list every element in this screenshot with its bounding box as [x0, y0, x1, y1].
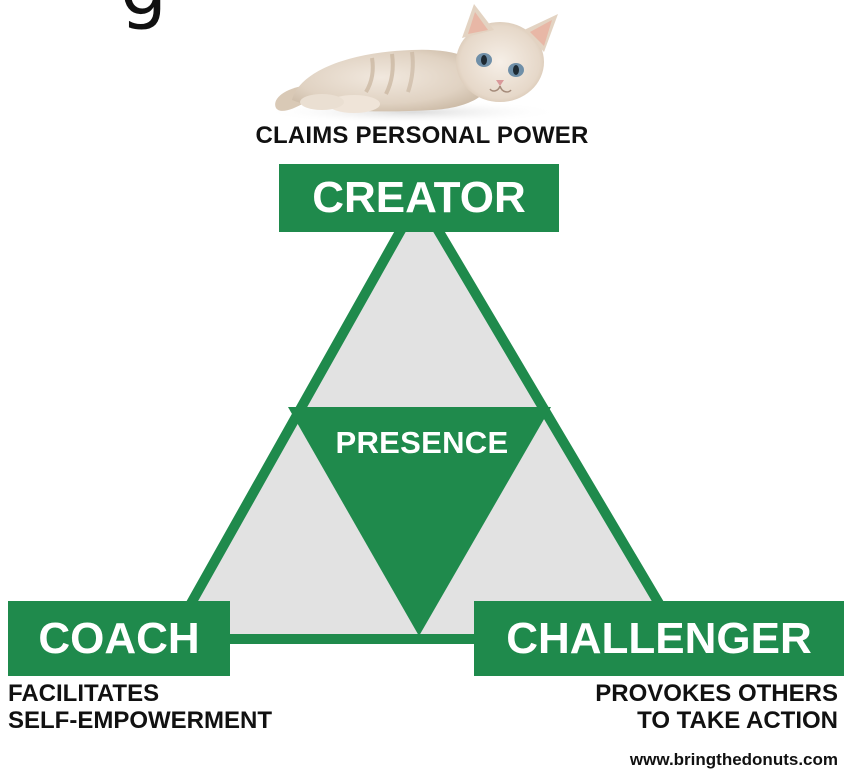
coach-caption-line2: SELF-EMPOWERMENT: [8, 707, 272, 734]
kitten-image: [262, 4, 562, 124]
coach-caption-line1: FACILITATES: [8, 680, 160, 707]
coach-label: COACH: [38, 613, 200, 663]
challenger-caption: PROVOKES OTHERS TO TAKE ACTION: [595, 680, 838, 734]
presence-label: PRESENCE: [335, 425, 509, 460]
challenger-label: CHALLENGER: [506, 613, 812, 663]
coach-box: COACH: [8, 601, 230, 676]
creator-box: CREATOR: [279, 164, 559, 232]
presence-triangle: [288, 407, 551, 636]
page-heading-partial: g: [120, 0, 167, 32]
challenger-box: CHALLENGER: [474, 601, 844, 676]
footer-url: www.bringthedonuts.com: [629, 750, 838, 769]
creator-label: CREATOR: [312, 173, 526, 222]
coach-caption: FACILITATES SELF-EMPOWERMENT: [8, 680, 272, 734]
challenger-caption-line1: PROVOKES OTHERS: [595, 680, 838, 707]
creator-caption: CLAIMS PERSONAL POWER: [255, 122, 589, 149]
challenger-caption-line2: TO TAKE ACTION: [637, 707, 838, 734]
